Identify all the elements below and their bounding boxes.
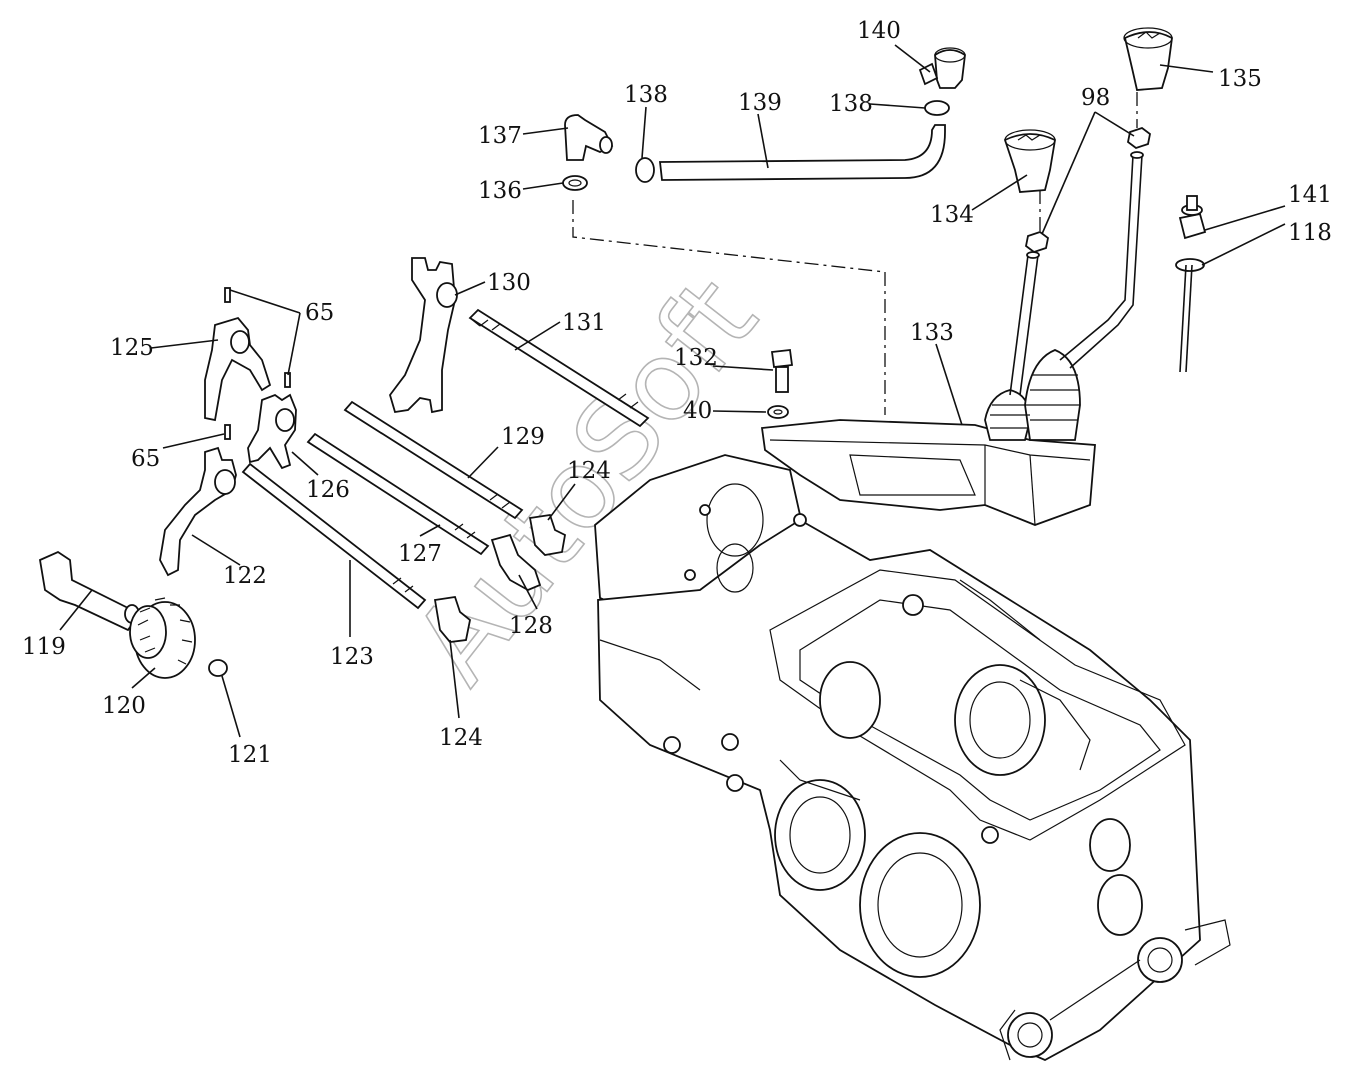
label-127: 127	[398, 541, 442, 567]
label-135: 135	[1218, 66, 1262, 92]
label-65-top: 65	[305, 300, 334, 326]
label-138-right: 138	[829, 91, 873, 117]
label-132: 132	[674, 345, 718, 371]
label-118: 118	[1288, 220, 1332, 246]
label-126: 126	[306, 477, 350, 503]
label-128: 128	[509, 613, 553, 639]
label-133: 133	[910, 320, 954, 346]
shift-rails	[241, 308, 650, 610]
label-129: 129	[501, 424, 545, 450]
label-140: 140	[857, 18, 901, 44]
dipstick-assembly	[1175, 195, 1207, 373]
label-138-left: 138	[624, 82, 668, 108]
label-122: 122	[223, 563, 267, 589]
label-124-top: 124	[567, 458, 611, 484]
bolt-132-washer-40	[767, 349, 794, 419]
label-124-bottom: 124	[439, 725, 483, 751]
label-123: 123	[330, 644, 374, 670]
label-40: 40	[683, 398, 712, 424]
part-number-labels: 140 138 139 138 135 98 137 136 134 141 1…	[22, 18, 1332, 768]
label-134: 134	[930, 202, 974, 228]
label-119: 119	[22, 634, 66, 660]
shift-forks	[159, 257, 567, 643]
transmission-housing	[594, 454, 1231, 1061]
label-141: 141	[1288, 182, 1332, 208]
label-98: 98	[1081, 85, 1110, 111]
breather-hose-assembly	[562, 47, 966, 191]
label-130: 130	[487, 270, 531, 296]
assembly-centerlines	[572, 92, 1138, 415]
shift-cover-133	[760, 349, 1096, 526]
leader-lines	[59, 44, 1286, 738]
label-137: 137	[478, 123, 522, 149]
label-65-bottom: 65	[131, 446, 160, 472]
shift-levers	[1003, 27, 1173, 396]
gear-shaft-assembly	[38, 550, 228, 679]
label-125: 125	[110, 335, 154, 361]
label-131: 131	[562, 310, 606, 336]
label-139: 139	[738, 90, 782, 116]
label-120: 120	[102, 693, 146, 719]
label-121: 121	[228, 742, 272, 768]
label-136: 136	[478, 178, 522, 204]
